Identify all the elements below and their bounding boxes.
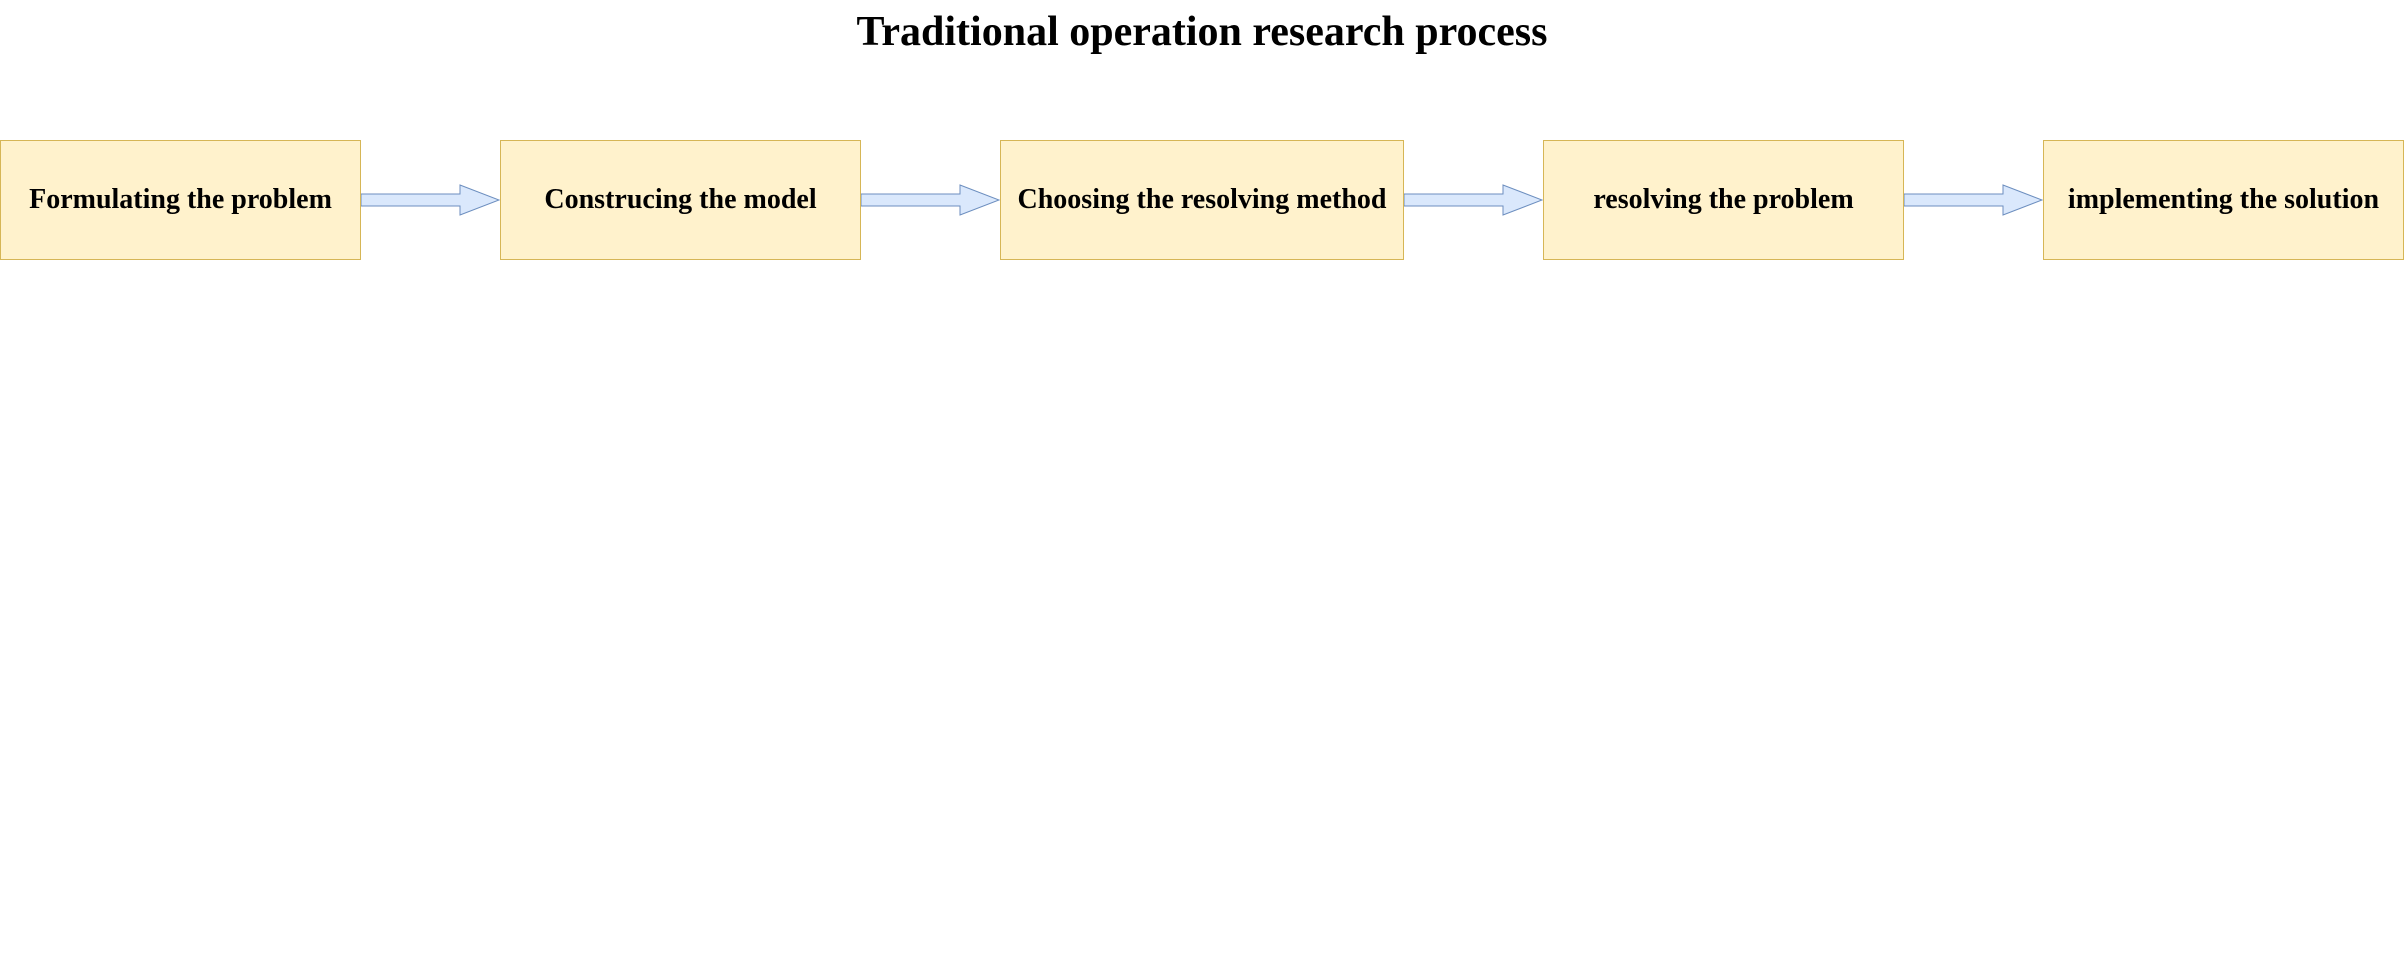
step-choosing-method: Choosing the resolving method — [1000, 140, 1404, 260]
arrow-step1-to-step2 — [361, 184, 500, 216]
step-constructing-model: Construcing the model — [500, 140, 861, 260]
arrow-step4-to-step5 — [1904, 184, 2043, 216]
step-implementing-solution: implementing the solution — [2043, 140, 2404, 260]
step-formulating-problem: Formulating the problem — [0, 140, 361, 260]
diagram-title: Traditional operation research process — [856, 9, 1548, 55]
arrow-step3-to-step4 — [1404, 184, 1543, 216]
step-resolving-problem: resolving the problem — [1543, 140, 1904, 260]
arrow-step2-to-step3 — [861, 184, 1000, 216]
